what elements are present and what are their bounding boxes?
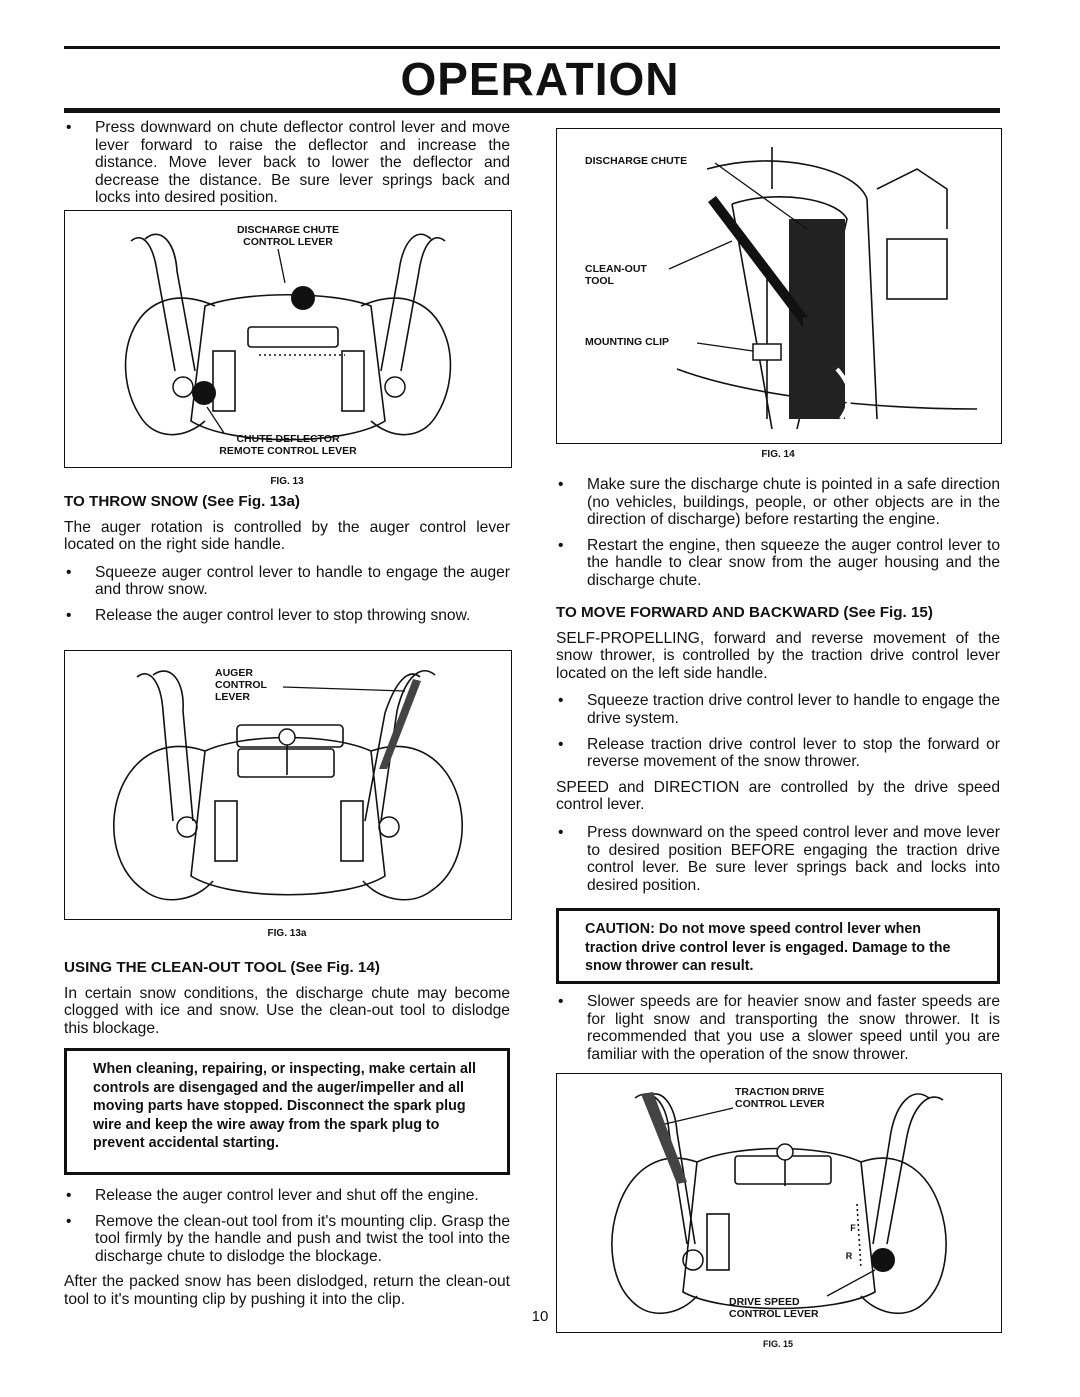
fig14-label-discharge-chute: DISCHARGE CHUTE [585,155,688,167]
cleanout-closing: After the packed snow has been dislodged… [64,1273,510,1308]
cleanout-bullet-2: Remove the clean-out tool from it's moun… [64,1213,510,1266]
throw-snow-heading: TO THROW SNOW (See Fig. 13a) [64,493,300,510]
safety-bullet-2: Restart the engine, then squeeze the aug… [556,537,1000,590]
fig13-illustration [124,233,452,441]
fig14-label-clean-out-tool: CLEAN-OUT TOOL [585,263,647,287]
safety-bullet-1: Make sure the discharge chute is pointed… [556,476,1000,529]
fig13-label-discharge-chute-control-lever: DISCHARGE CHUTE CONTROL LEVER [236,224,340,248]
fig13a-illustration [113,669,463,901]
cleanout-section: USING THE CLEAN-OUT TOOL (See Fig. 14) I… [64,959,510,1047]
page-number: 10 [531,1308,549,1325]
fig14-caption: FIG. 14 [761,449,795,460]
figure-15: TRACTION DRIVE CONTROL LEVER DRIVE SPEED… [556,1073,1002,1333]
throw-snow-section: TO THROW SNOW (See Fig. 13a) The auger r… [64,493,510,633]
throw-snow-para: The auger rotation is controlled by the … [64,518,510,554]
move-heading: TO MOVE FORWARD AND BACKWARD (See Fig. 1… [556,604,933,621]
figure-14: DISCHARGE CHUTE CLEAN-OUT TOOL MOUNTING … [556,128,1002,444]
fig13a-label-auger-control-lever: AUGER CONTROL LEVER [215,667,267,703]
safety-bullets: Make sure the discharge chute is pointed… [556,476,1000,598]
fig13-label-chute-deflector: CHUTE DEFLECTOR REMOTE CONTROL LEVER [219,433,357,457]
throw-snow-bullet-2: Release the auger control lever to stop … [64,607,510,625]
fig13a-caption: FIG. 13a [267,928,307,939]
cleanout-warning-box: When cleaning, repairing, or inspecting,… [64,1048,510,1175]
speed-note: Slower speeds are for heavier snow and f… [556,993,1000,1071]
move-para-2: SPEED and DIRECTION are controlled by th… [556,778,1000,814]
fig15-mark-reverse: R [845,1251,853,1261]
move-bullet-1: Squeeze traction drive control lever to … [556,692,1000,727]
move-bullet-2: Release traction drive control lever to … [556,736,1000,771]
top-rule [64,46,1000,49]
fig14-illustration [668,147,978,430]
figure-13a: AUGER CONTROL LEVER [64,650,512,920]
fig15-caption: FIG. 15 [762,1339,793,1349]
page-title: OPERATION [400,53,680,105]
cleanout-steps: Release the auger control lever and shut… [64,1187,510,1319]
fig15-illustration [611,1092,947,1314]
fig14-label-mounting-clip: MOUNTING CLIP [585,336,669,348]
fig15-label-drive-speed-control-lever: DRIVE SPEED CONTROL LEVER [729,1296,819,1320]
intro-bullet: Press downward on chute deflector contro… [64,119,510,207]
title-underline [64,108,1000,113]
cleanout-bullet-1: Release the auger control lever and shut… [64,1187,510,1205]
intro-section: Press downward on chute deflector contro… [64,119,510,215]
cleanout-heading: USING THE CLEAN-OUT TOOL (See Fig. 14) [64,959,380,976]
move-para: SELF-PROPELLING, forward and reverse mov… [556,629,1000,682]
fig15-label-traction-drive-control-lever: TRACTION DRIVE CONTROL LEVER [735,1086,825,1110]
caution-box: CAUTION: Do not move speed control lever… [556,908,1000,984]
speed-bullet: Slower speeds are for heavier snow and f… [556,993,1000,1063]
figure-13: DISCHARGE CHUTE CONTROL LEVER CHUTE DEFL… [64,210,512,468]
throw-snow-bullet-1: Squeeze auger control lever to handle to… [64,564,510,599]
fig15-mark-forward: F [850,1223,856,1233]
cleanout-para: In certain snow conditions, the discharg… [64,984,510,1037]
move-bullet-3: Press downward on the speed control leve… [556,824,1000,894]
move-section: TO MOVE FORWARD AND BACKWARD (See Fig. 1… [556,604,1000,902]
fig13-caption: FIG. 13 [270,476,304,487]
